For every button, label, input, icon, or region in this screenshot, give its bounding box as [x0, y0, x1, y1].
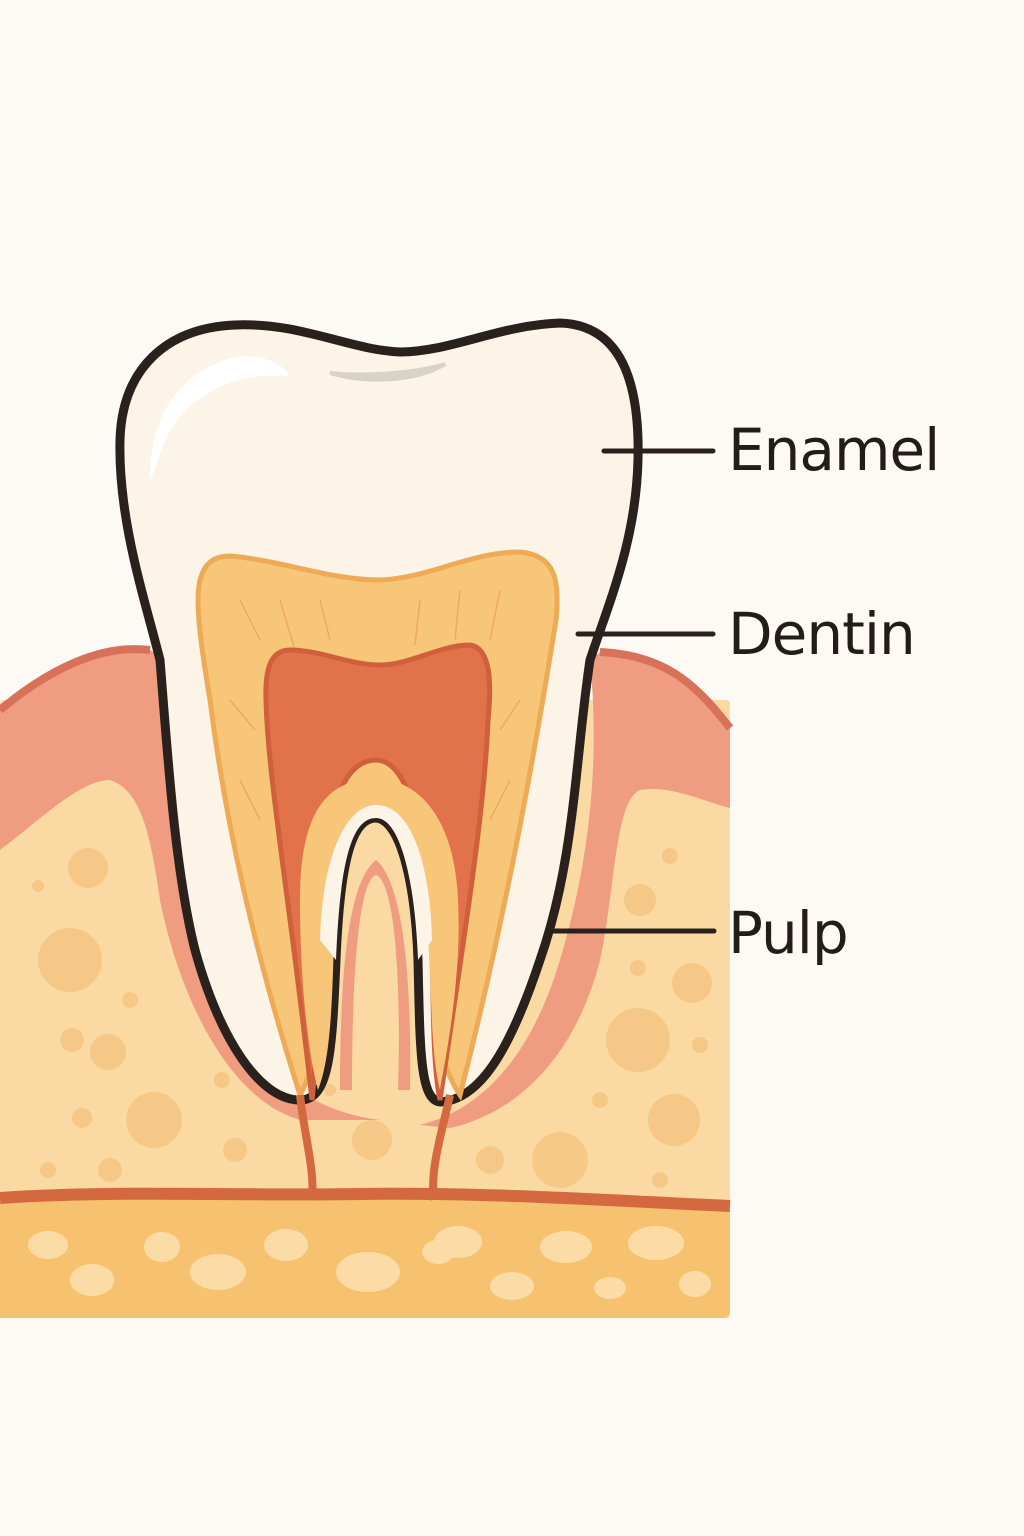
root-gap — [340, 858, 411, 1100]
label-pulp: Pulp — [728, 899, 849, 967]
bone-base-layer — [0, 1187, 731, 1318]
label-enamel: Enamel — [728, 416, 940, 484]
gum-tissue — [0, 645, 734, 1128]
leader-lines — [545, 448, 717, 934]
pulp-chamber — [263, 642, 493, 1201]
label-dentin: Dentin — [728, 600, 916, 668]
